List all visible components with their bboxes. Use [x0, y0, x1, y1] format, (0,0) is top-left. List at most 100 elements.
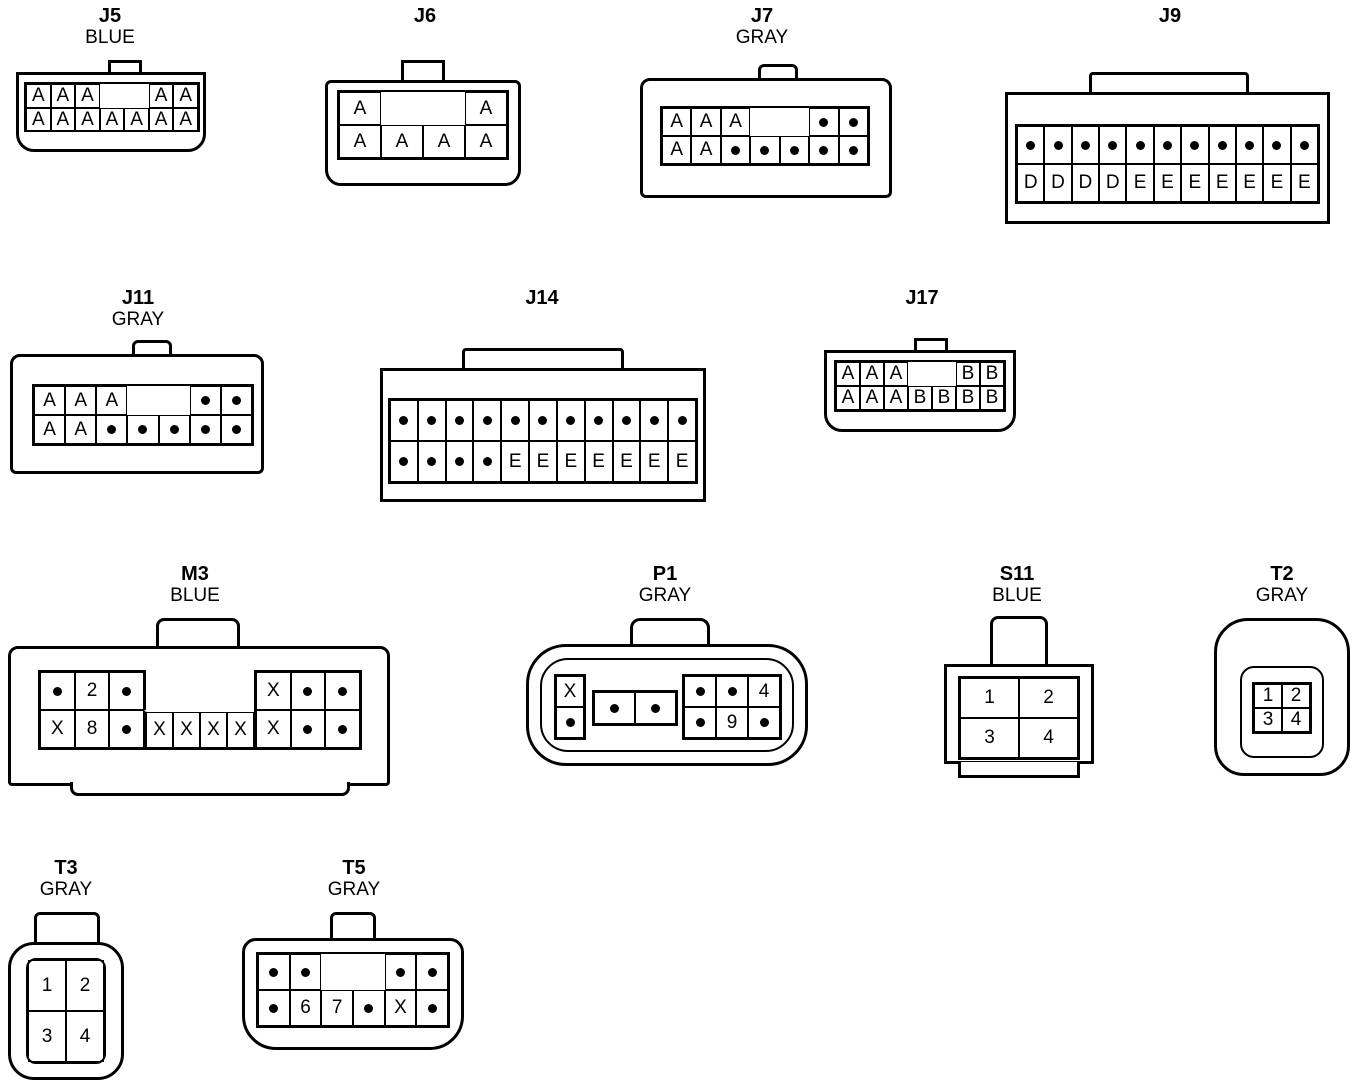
connector-label-s11: S11 BLUE	[975, 564, 1059, 605]
terminal-cell	[750, 108, 779, 136]
terminal-dot	[1099, 126, 1127, 164]
terminal-cell: E	[1263, 164, 1291, 202]
terminal-cell: A	[884, 362, 908, 386]
terminal-dot	[779, 136, 810, 164]
terminal-cell: 2	[66, 960, 104, 1011]
connector-color: BLUE	[85, 27, 135, 48]
terminal-dot	[594, 692, 635, 724]
terminal-cell: D	[1044, 164, 1072, 202]
connector-color: GRAY	[327, 879, 381, 900]
terminal-cell: A	[148, 108, 174, 132]
connector-label-t3: T3 GRAY	[24, 858, 108, 899]
terminal-dot	[640, 400, 669, 441]
terminal-cell: A	[65, 386, 97, 415]
connector-name: J6	[413, 5, 437, 27]
connector-color: BLUE	[992, 585, 1042, 606]
terminal-dot	[384, 954, 417, 990]
terminal-grid-left: X	[554, 674, 586, 740]
terminal-cell: A	[884, 386, 908, 410]
connector-name: J7	[750, 5, 774, 27]
terminal-dot	[584, 400, 613, 441]
terminal-cell: 1	[28, 960, 66, 1011]
terminal-cell: 7	[321, 990, 353, 1026]
terminal-dot	[809, 108, 839, 136]
connector-label-j5: J5 BLUE	[70, 6, 150, 47]
terminal-dot	[416, 990, 448, 1026]
connector-latch	[990, 616, 1048, 670]
terminal-cell: 9	[716, 707, 748, 738]
connector-name: T5	[342, 857, 366, 879]
connector-color: GRAY	[1255, 585, 1309, 606]
terminal-cell: A	[173, 108, 198, 132]
terminal-dot	[473, 400, 502, 441]
terminal-cell: 4	[748, 676, 780, 707]
terminal-cell: A	[691, 136, 721, 164]
terminal-cell: X	[146, 712, 173, 748]
terminal-cell: X	[173, 712, 200, 748]
terminal-cell: A	[860, 362, 884, 386]
terminal-dot	[189, 386, 221, 415]
terminal-cell: D	[1017, 164, 1045, 202]
terminal-cell: A	[75, 108, 100, 132]
terminal-dot	[390, 441, 418, 482]
terminal-cell: B	[908, 386, 932, 410]
terminal-cell	[321, 954, 353, 990]
terminal-cell: E	[1235, 164, 1264, 202]
terminal-grid-middle	[592, 690, 678, 726]
terminal-cell: A	[50, 108, 76, 132]
connector-label-j7: J7 GRAY	[720, 6, 804, 47]
terminal-cell: X	[556, 676, 584, 707]
terminal-cell: X	[200, 712, 227, 748]
connector-color: GRAY	[111, 309, 165, 330]
connector-color: BLUE	[170, 585, 220, 606]
terminal-cell: A	[75, 84, 100, 108]
connector-label-p1: P1 GRAY	[620, 564, 710, 605]
terminal-cell: E	[1126, 164, 1154, 202]
terminal-dot	[556, 707, 584, 738]
connector-label-j9: J9	[1130, 6, 1210, 26]
terminal-dot	[127, 415, 159, 444]
terminal-cell: 3	[1254, 708, 1282, 732]
terminal-cell: A	[26, 84, 51, 108]
terminal-dot	[417, 400, 446, 441]
terminal-dot	[109, 710, 144, 748]
terminal-dot	[96, 415, 128, 444]
terminal-dot	[684, 707, 716, 738]
connector-label-j17: J17	[880, 288, 964, 308]
terminal-dot	[501, 400, 530, 441]
terminal-dot	[1017, 126, 1045, 164]
terminal-cell: X	[256, 672, 291, 710]
terminal-cell: A	[860, 386, 884, 410]
connector-label-j11: J11 GRAY	[96, 288, 180, 329]
terminal-cell: A	[173, 84, 198, 108]
terminal-cell	[381, 92, 423, 125]
terminal-cell: A	[124, 108, 149, 132]
terminal-cell: A	[836, 386, 860, 410]
terminal-cell: D	[1071, 164, 1100, 202]
terminal-cell: A	[26, 108, 51, 132]
terminal-dot	[445, 441, 474, 482]
terminal-dot	[325, 672, 360, 710]
terminal-dot	[684, 676, 716, 707]
terminal-dot	[158, 415, 190, 444]
connector-name: T2	[1270, 563, 1294, 585]
terminal-cell: A	[381, 125, 423, 158]
terminal-cell: D	[1099, 164, 1127, 202]
terminal-cell	[780, 108, 809, 136]
connector-base	[958, 762, 1080, 778]
terminal-dot	[1263, 126, 1291, 164]
terminal-cell: 4	[66, 1011, 104, 1062]
terminal-dot	[1290, 126, 1318, 164]
terminal-cell: B	[980, 362, 1004, 386]
